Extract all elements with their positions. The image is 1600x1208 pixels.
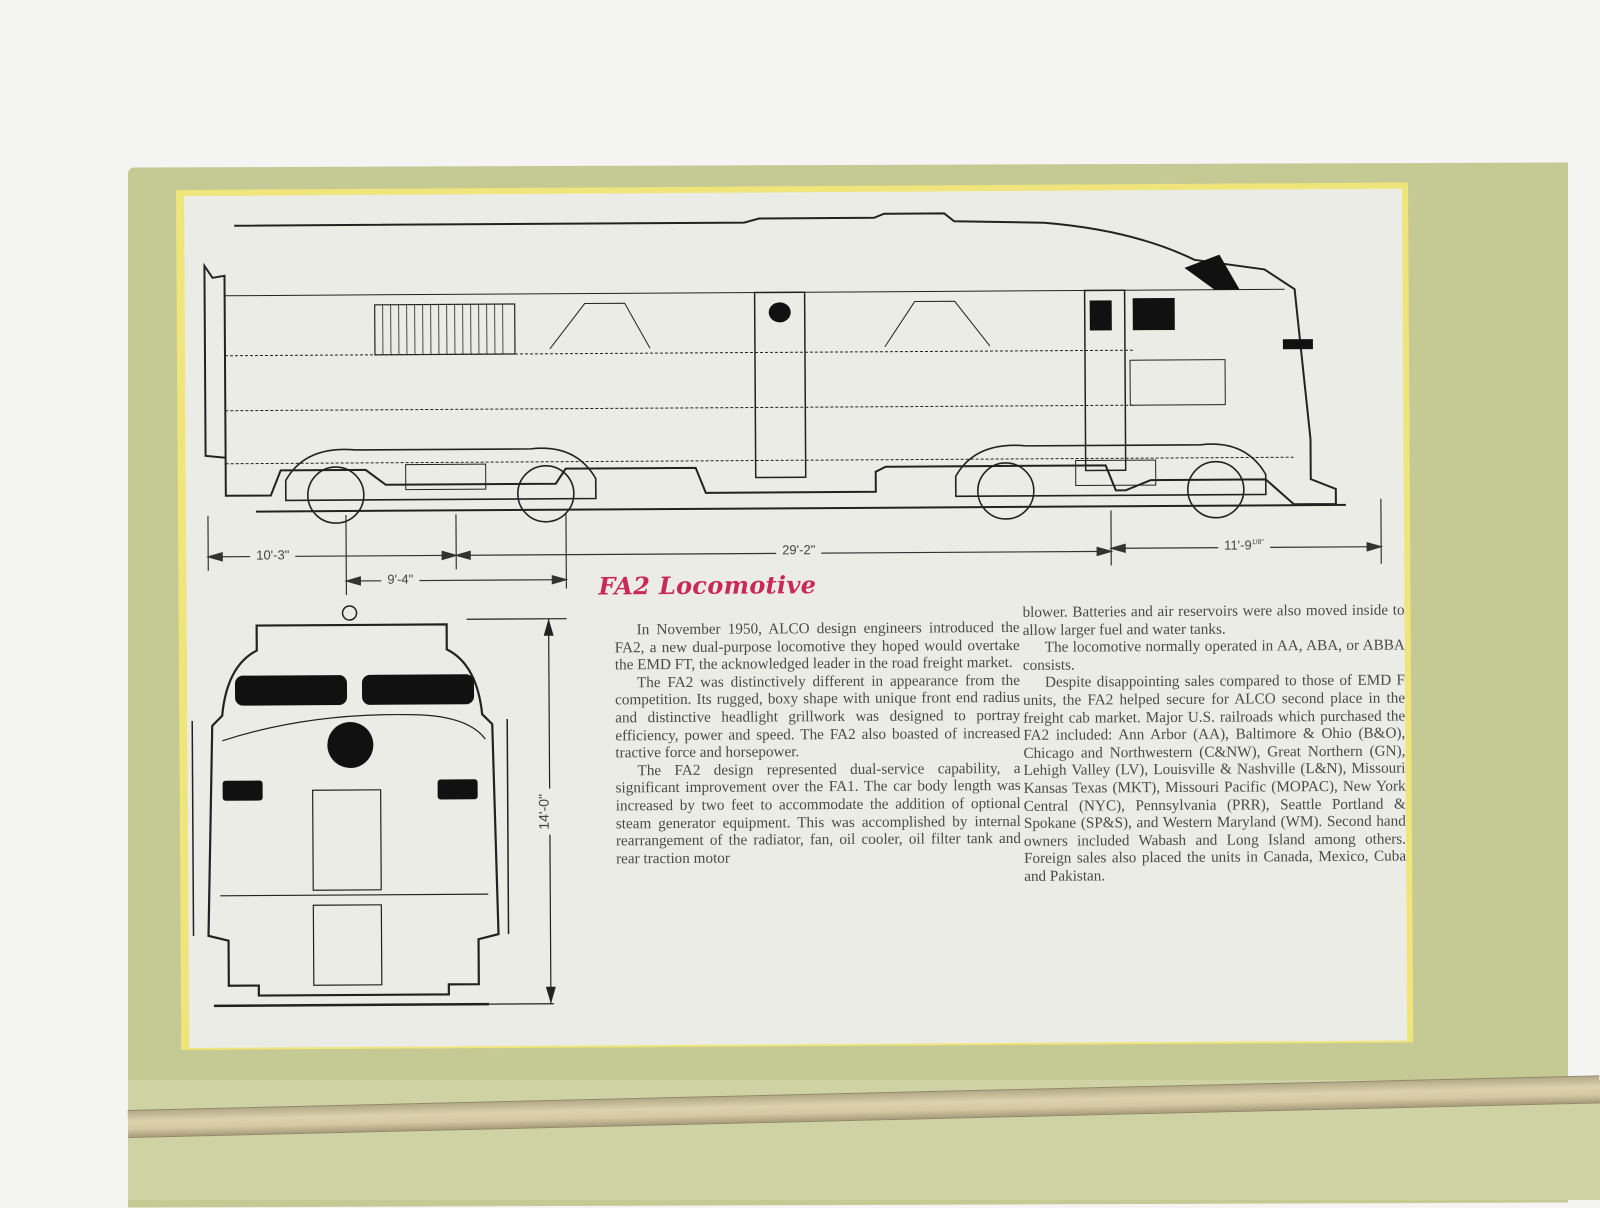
dimension-label-4-fraction: 1/8"	[1252, 539, 1264, 546]
side-view-diagram	[184, 189, 1404, 576]
paragraph: Despite disappointing sales compared to …	[1023, 672, 1406, 885]
paragraph: The FA2 was distinctively different in a…	[615, 672, 1021, 762]
front-view-diagram	[186, 594, 589, 1016]
dimension-label-1: 10'-3"	[250, 547, 295, 562]
article-column-2: blower. Batteries and air reservoirs wer…	[1023, 602, 1407, 886]
paragraph: The locomotive normally operated in AA, …	[1023, 637, 1405, 675]
article-column-1: In November 1950, ALCO design engineers …	[615, 619, 1021, 868]
dimension-label-4: 11'-91/8"	[1218, 537, 1270, 552]
dimension-label-2: 9'-4"	[381, 572, 419, 587]
document-page: 10'-3" 9'-4" 29'-2" 11'-91/8"	[184, 189, 1407, 1048]
height-dimension-label: 14'-0"	[535, 789, 551, 835]
paragraph: In November 1950, ALCO design engineers …	[615, 619, 1020, 674]
paragraph: The FA2 design represented dual-service …	[615, 760, 1021, 868]
paragraph: blower. Batteries and air reservoirs wer…	[1023, 602, 1405, 640]
dimension-label-4-main: 11'-9	[1224, 537, 1252, 552]
article-title: FA2 Locomotive	[598, 570, 816, 600]
dimension-label-3: 29'-2"	[776, 542, 821, 557]
